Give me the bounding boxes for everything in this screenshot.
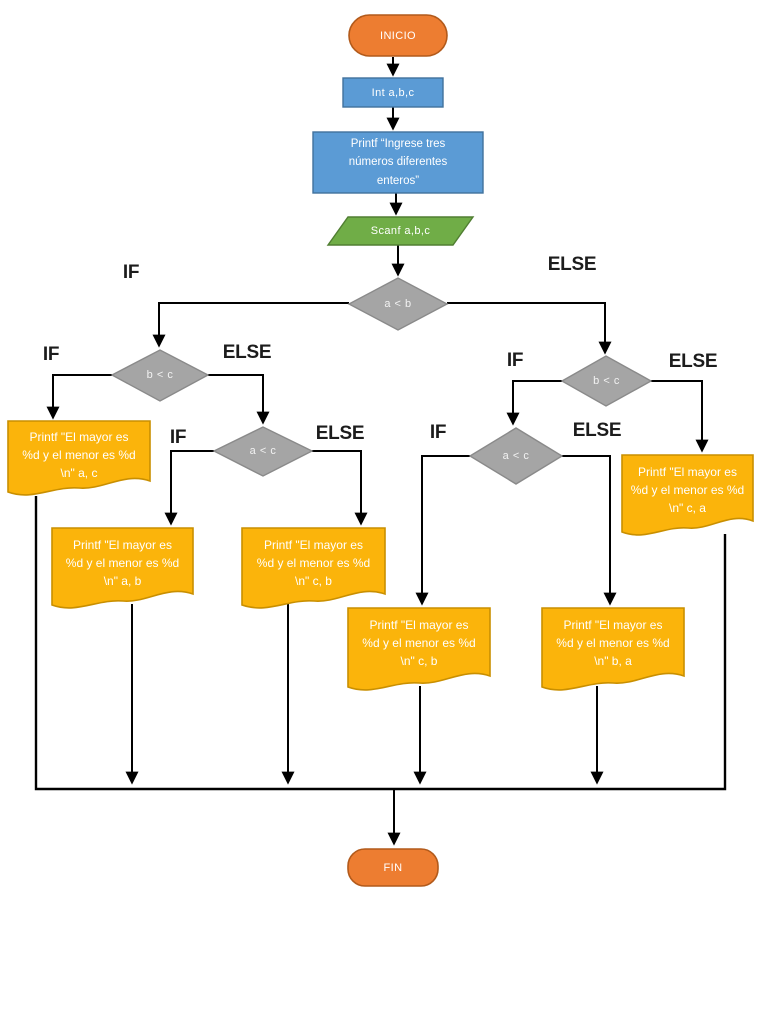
decision-a-lt-c-left [212, 426, 314, 477]
arrow-condab-if [152, 302, 349, 348]
document-c-b-left [241, 527, 386, 609]
branch-else-3: ELSE [315, 423, 365, 444]
document-a-c [7, 420, 151, 496]
declare-process [342, 77, 444, 108]
branch-else-1: ELSE [547, 254, 597, 275]
branch-if-3: IF [169, 427, 187, 448]
arrow-condacR-if [415, 455, 470, 606]
end-terminator [347, 848, 439, 887]
input-parallelogram [326, 216, 475, 246]
branch-else-5: ELSE [572, 420, 622, 441]
document-c-b-right [347, 607, 491, 691]
document-a-b [51, 527, 194, 609]
arrow-condacR-else [562, 455, 617, 606]
branch-else-2: ELSE [222, 342, 272, 363]
arrow-condbcL-if [46, 374, 112, 420]
prompt-process [312, 131, 484, 194]
arrow-condbcR-if [506, 380, 562, 426]
collector-line [34, 496, 727, 791]
branch-if-2: IF [42, 344, 60, 365]
branch-if-4: IF [506, 350, 524, 371]
arrow-condacL-if [164, 450, 214, 526]
decision-b-lt-c-right [560, 355, 653, 407]
arrow-condacL-else [312, 450, 368, 526]
arrow-condbcR-else [651, 380, 709, 453]
start-terminator [348, 14, 448, 57]
branch-if-5: IF [429, 422, 447, 443]
decision-a-lt-b [347, 277, 449, 331]
decision-b-lt-c-left [110, 349, 210, 402]
document-b-a [541, 607, 685, 691]
decision-a-lt-c-right [468, 427, 564, 485]
branch-else-4: ELSE [668, 351, 718, 372]
document-c-a [621, 454, 754, 536]
arrow-condbcL-else [208, 374, 270, 425]
arrow-condab-else [447, 302, 612, 355]
branch-if-1: IF [122, 262, 140, 283]
